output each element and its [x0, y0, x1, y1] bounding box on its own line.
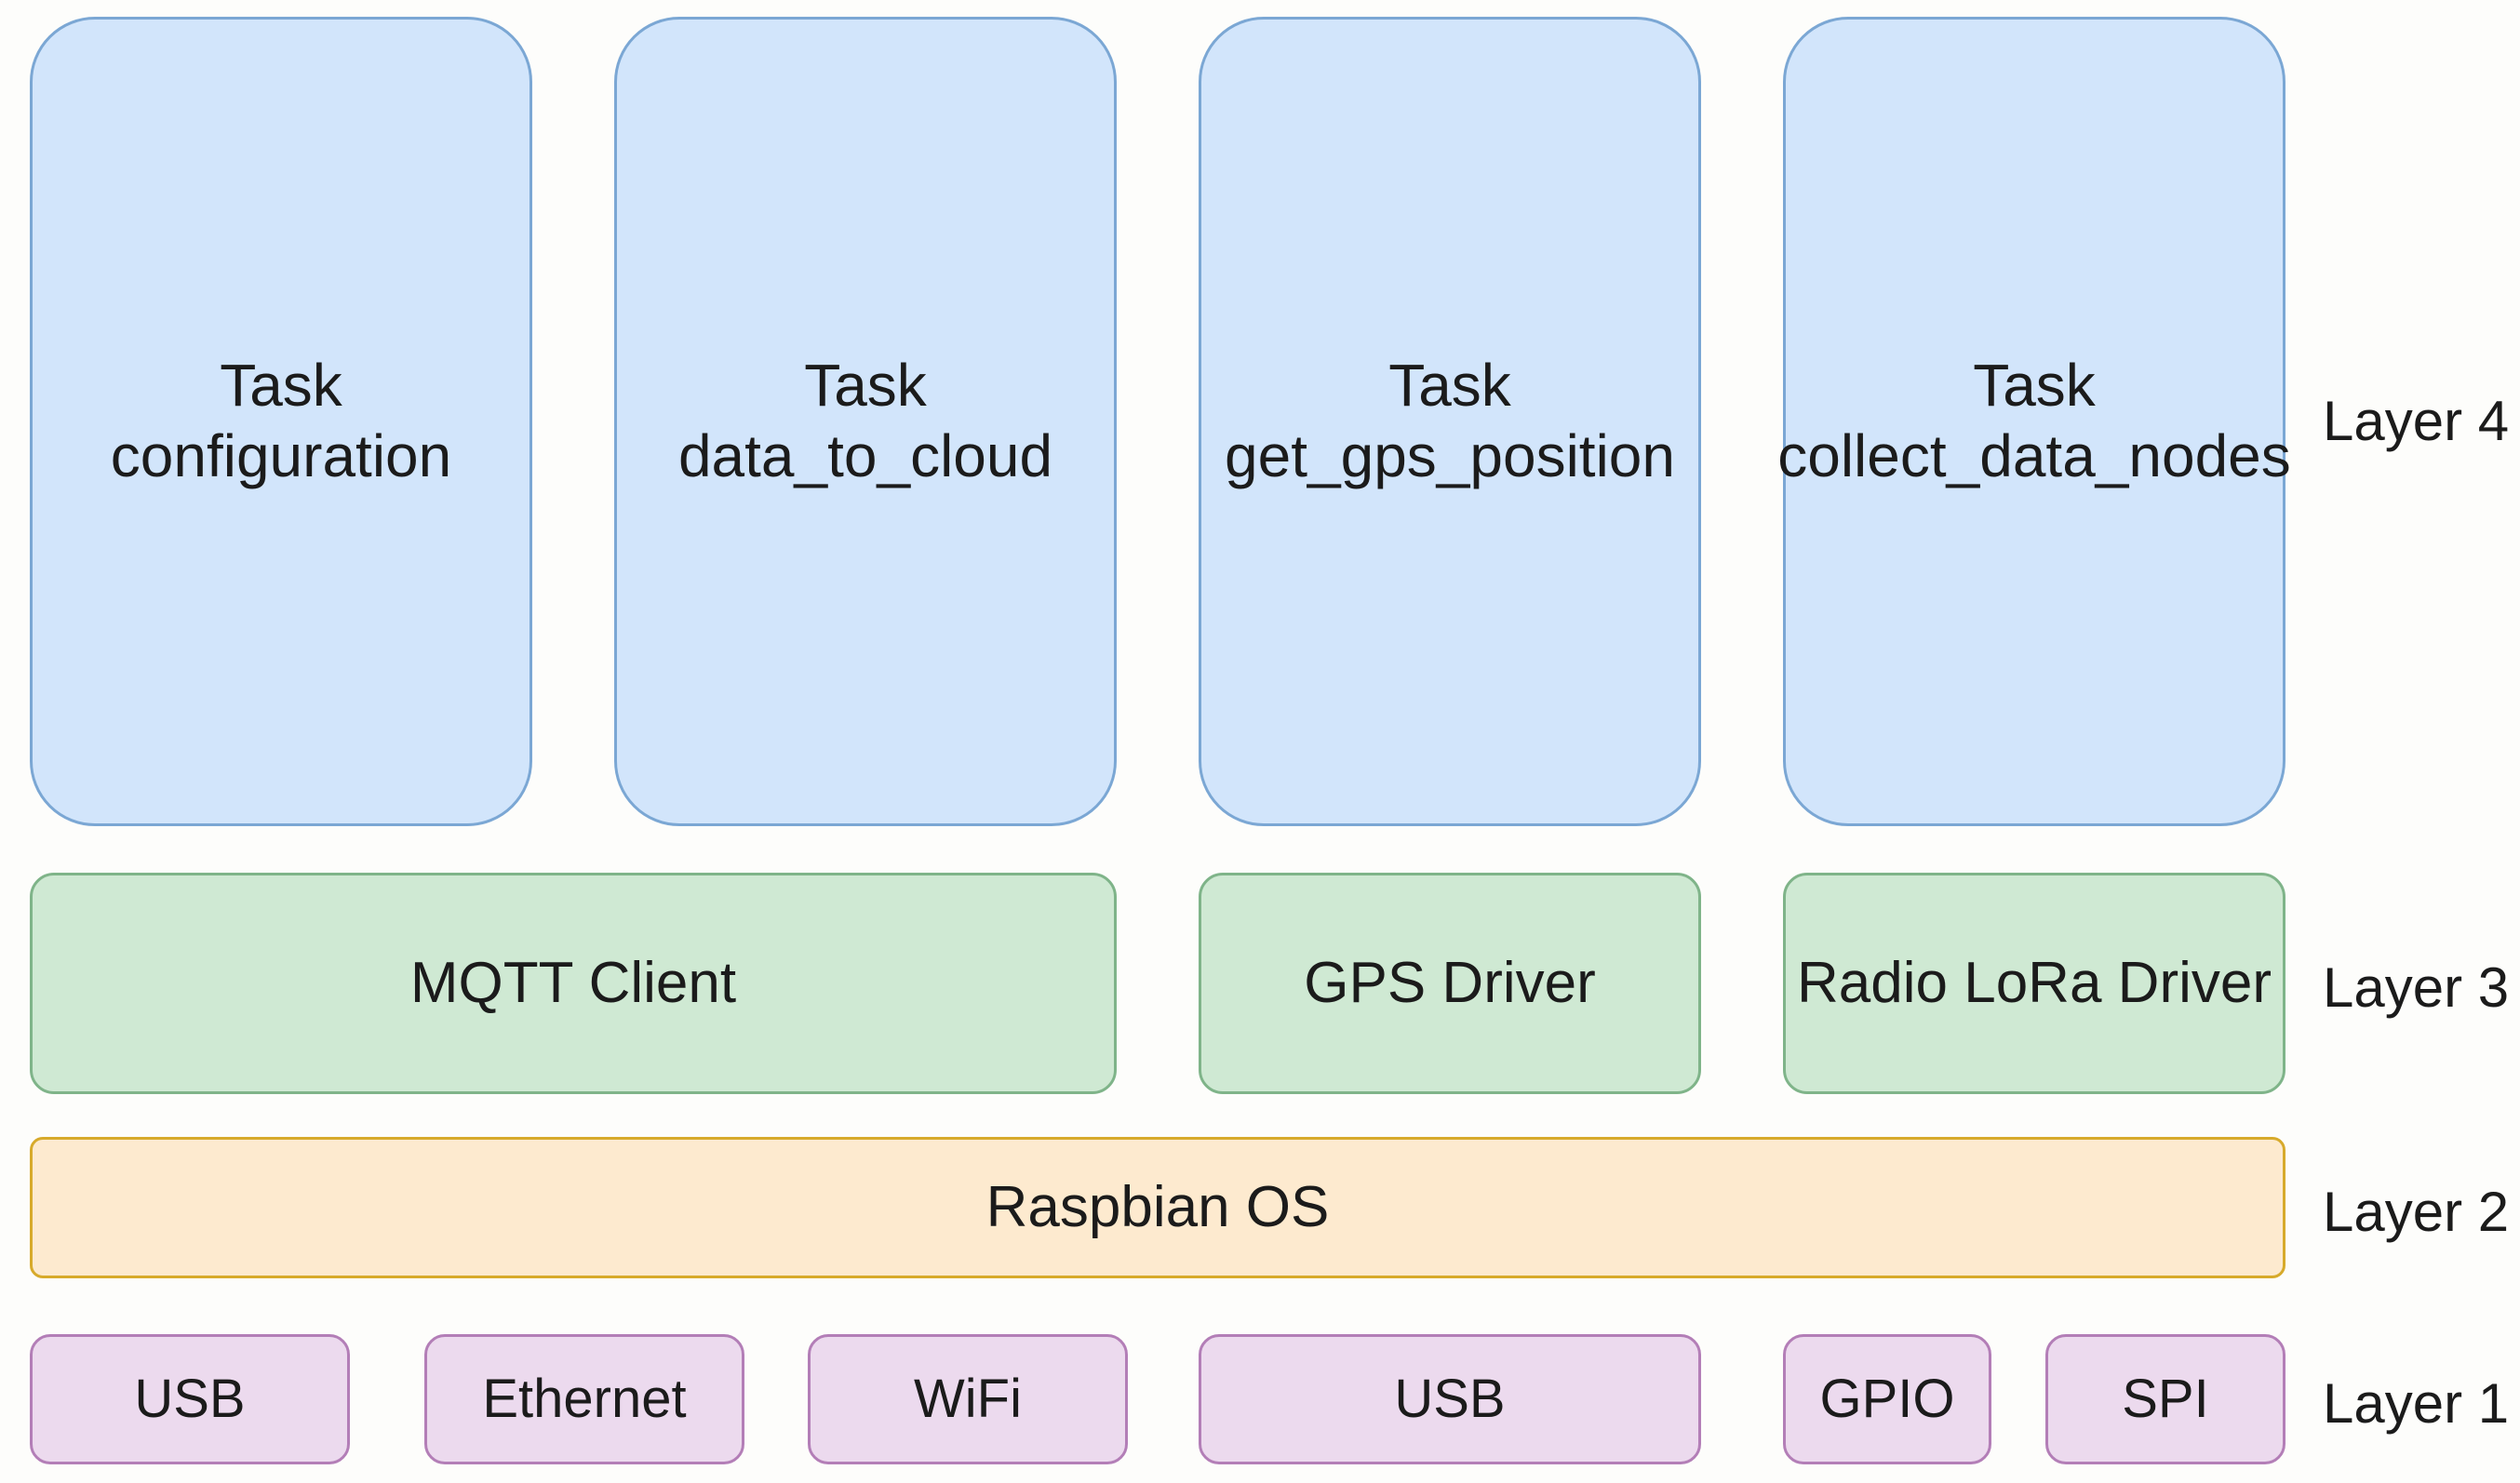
task-box-line2: collect_data_nodes	[1777, 422, 2291, 489]
driver-box-line2: Driver	[2117, 951, 2272, 1016]
driver-box-text: MQTT Client	[410, 949, 736, 1017]
layer-label-4: Layer 4	[2323, 390, 2510, 452]
hardware-box-line1: USB	[1394, 1368, 1506, 1429]
task-box-get-gps-position[interactable]: Task get_gps_position	[1199, 17, 1701, 826]
task-box-line1: Task	[1388, 352, 1511, 420]
driver-box-line1: MQTT Client	[409, 951, 737, 1016]
hardware-box-usb-1[interactable]: USB	[30, 1334, 350, 1464]
driver-box-line1: Radio LoRa	[1797, 951, 2102, 1016]
task-box-line2: configuration	[110, 422, 452, 489]
hardware-box-ethernet[interactable]: Ethernet	[424, 1334, 744, 1464]
hardware-box-line1: WiFi	[914, 1368, 1022, 1429]
hardware-box-line1: GPIO	[1819, 1368, 1955, 1429]
driver-box-text: GPS Driver	[1304, 949, 1596, 1017]
layer-label-3: Layer 3	[2323, 956, 2510, 1019]
task-box-text: Task data_to_cloud	[678, 351, 1052, 491]
os-box-line1: Raspbian OS	[985, 1175, 1330, 1240]
hardware-box-gpio[interactable]: GPIO	[1783, 1334, 1991, 1464]
layer-label-2: Layer 2	[2323, 1181, 2510, 1243]
task-box-line2: data_to_cloud	[677, 422, 1053, 489]
task-box-line2: get_gps_position	[1225, 422, 1675, 489]
driver-box-text: Radio LoRa Driver	[1797, 949, 2272, 1017]
task-box-configuration[interactable]: Task configuration	[30, 17, 532, 826]
hardware-box-usb-2[interactable]: USB	[1199, 1334, 1701, 1464]
os-box-raspbian[interactable]: Raspbian OS	[30, 1137, 2285, 1278]
task-box-line1: Task	[1973, 352, 2096, 420]
task-box-line1: Task	[804, 352, 927, 420]
hardware-box-line1: Ethernet	[482, 1368, 687, 1429]
task-box-data-to-cloud[interactable]: Task data_to_cloud	[614, 17, 1117, 826]
task-box-text: Task configuration	[111, 351, 451, 491]
hardware-box-wifi[interactable]: WiFi	[808, 1334, 1128, 1464]
hardware-box-spi[interactable]: SPI	[2045, 1334, 2285, 1464]
driver-box-mqtt-client[interactable]: MQTT Client	[30, 873, 1117, 1094]
driver-box-line2: Driver	[1441, 951, 1596, 1016]
hardware-box-line1: SPI	[2122, 1368, 2209, 1429]
task-box-collect-data-nodes[interactable]: Task collect_data_nodes	[1777, 17, 2291, 826]
layer-label-1: Layer 1	[2323, 1372, 2510, 1435]
driver-box-gps-driver[interactable]: GPS Driver	[1199, 873, 1701, 1094]
driver-box-line1: GPS	[1304, 951, 1427, 1016]
task-box-text: Task get_gps_position	[1225, 351, 1675, 491]
task-box-line1: Task	[220, 352, 342, 420]
driver-box-radio-lora-driver[interactable]: Radio LoRa Driver	[1783, 873, 2285, 1094]
hardware-box-line1: USB	[134, 1368, 246, 1429]
task-box-text: Task collect_data_nodes	[1777, 351, 2291, 491]
